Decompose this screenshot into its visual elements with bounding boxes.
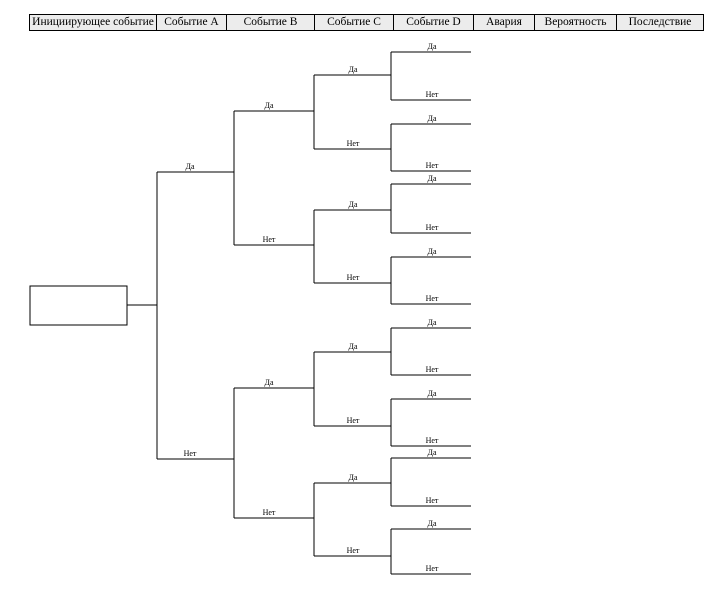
branch-d-yes-label: Да — [427, 247, 436, 256]
branch-d-yes-label: Да — [427, 174, 436, 183]
branch-a-no-label: Нет — [184, 449, 197, 458]
header-cell-initiating-event: Инициирующее событие — [32, 16, 154, 28]
branch-c-no-label: Нет — [347, 546, 360, 555]
header-cell-consequence: Последствие — [616, 15, 703, 30]
event-tree-header: Инициирующее событие Событие A Событие B… — [29, 14, 704, 31]
branch-c-no-label: Нет — [347, 273, 360, 282]
header-cell-event-a: Событие A — [156, 15, 226, 30]
branch-d-yes-label: Да — [427, 114, 436, 123]
branch-a-yes-label: Да — [185, 162, 194, 171]
branch-d-no-label: Нет — [426, 436, 439, 445]
branch-c-yes-label: Да — [348, 200, 357, 209]
branch-d-yes-label: Да — [427, 519, 436, 528]
branch-d-yes-label: Да — [427, 318, 436, 327]
branch-d-no-label: Нет — [426, 564, 439, 573]
branch-c-yes-label: Да — [348, 65, 357, 74]
event-tree-branch-labels: ДаНетДаНетДаНетДаНетДаНетДаНетДаНетДаНет… — [184, 42, 439, 573]
header-cell-event-d: Событие D — [393, 15, 473, 30]
branch-d-no-label: Нет — [426, 161, 439, 170]
branch-b-yes-label: Да — [264, 101, 273, 110]
branch-d-no-label: Нет — [426, 365, 439, 374]
header-cell-accident: Авария — [473, 15, 534, 30]
header-cell-event-b: Событие B — [226, 15, 314, 30]
branch-b-yes-label: Да — [264, 378, 273, 387]
branch-d-no-label: Нет — [426, 90, 439, 99]
branch-d-yes-label: Да — [427, 42, 436, 51]
branch-d-yes-label: Да — [427, 448, 436, 457]
branch-d-no-label: Нет — [426, 294, 439, 303]
event-tree-branches — [127, 51, 471, 575]
branch-c-yes-label: Да — [348, 473, 357, 482]
header-cell-probability: Вероятность — [534, 15, 616, 30]
branch-b-no-label: Нет — [263, 235, 276, 244]
branch-c-no-label: Нет — [347, 416, 360, 425]
branch-d-no-label: Нет — [426, 496, 439, 505]
branch-d-yes-label: Да — [427, 389, 436, 398]
branch-c-no-label: Нет — [347, 139, 360, 148]
branch-c-yes-label: Да — [348, 342, 357, 351]
header-cell-event-c: Событие C — [314, 15, 393, 30]
initiating-event-box — [29, 285, 128, 326]
branch-b-no-label: Нет — [263, 508, 276, 517]
branch-d-no-label: Нет — [426, 223, 439, 232]
